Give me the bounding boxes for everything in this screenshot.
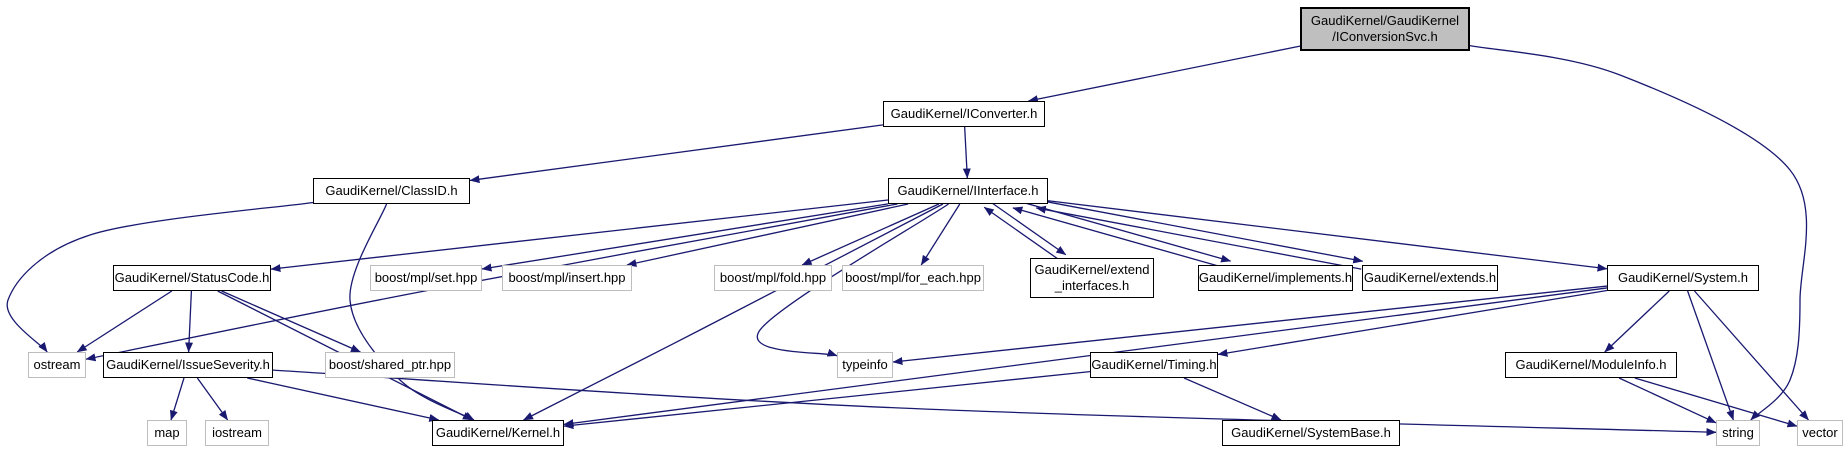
include-edge-iconverter-to-iinterface xyxy=(962,126,971,179)
graph-node-typeinfo: typeinfo xyxy=(837,352,893,378)
include-edge-timing-to-systembase xyxy=(1183,377,1282,421)
include-edge-iinterface-to-kernel xyxy=(523,203,944,421)
include-edge-iinterface-to-mpl_for_each xyxy=(920,203,961,266)
include-edge-issueseverity-to-kernel xyxy=(247,377,440,422)
graph-node-mpl_set: boost/mpl/set.hpp xyxy=(370,265,482,291)
include-edge-iinterface-to-mpl_fold xyxy=(801,203,940,266)
include-edge-statuscode-to-ostream xyxy=(76,290,173,353)
graph-node-mpl_insert: boost/mpl/insert.hpp xyxy=(502,265,632,291)
include-edge-iinterface-to-statuscode xyxy=(270,199,889,273)
include-edge-iinterface-to-implements xyxy=(1014,199,1232,263)
include-edge-system-to-vector xyxy=(1694,290,1809,421)
graph-node-string: string xyxy=(1716,420,1760,446)
include-edge-classid-to-kernel xyxy=(349,203,475,421)
include-edge-iconverter-to-classid xyxy=(469,124,884,184)
graph-node-iconverter[interactable]: GaudiKernel/IConverter.h xyxy=(883,101,1045,127)
include-edge-iinterface-to-mpl_set xyxy=(481,203,889,272)
graph-node-extends[interactable]: GaudiKernel/extends.h xyxy=(1362,265,1498,291)
graph-node-timing[interactable]: GaudiKernel/Timing.h xyxy=(1090,352,1218,378)
graph-node-vector: vector xyxy=(1797,420,1843,446)
graph-node-iostream: iostream xyxy=(205,420,269,446)
graph-node-issueseverity[interactable]: GaudiKernel/IssueSeverity.h xyxy=(103,352,273,378)
graph-node-implements[interactable]: GaudiKernel/implements.h xyxy=(1198,265,1353,291)
include-edge-system-to-typeinfo xyxy=(892,285,1608,365)
include-edge-statuscode-to-shared_ptr xyxy=(221,290,361,353)
graph-node-iconversionsvc: GaudiKernel/GaudiKernel /IConversionSvc.… xyxy=(1300,7,1470,51)
include-edge-system-to-kernel xyxy=(563,287,1608,428)
graph-node-shared_ptr: boost/shared_ptr.hpp xyxy=(325,352,455,378)
graph-node-extend_interfaces[interactable]: GaudiKernel/extend _interfaces.h xyxy=(1030,258,1154,298)
include-edge-system-to-timing xyxy=(1217,289,1608,357)
include-edge-timing-to-kernel xyxy=(563,370,1091,430)
include-edge-iinterface-to-extend_interfaces xyxy=(988,200,1067,256)
include-edge-iinterface-to-extends xyxy=(1037,199,1364,264)
include-edge-system-to-string xyxy=(1686,290,1735,421)
graph-node-iinterface[interactable]: GaudiKernel/IInterface.h xyxy=(888,178,1048,204)
include-edge-iconversionsvc-to-iconverter xyxy=(1027,45,1301,104)
include-edge-moduleinfo-to-vector xyxy=(1634,377,1798,428)
include-edge-system-to-moduleinfo xyxy=(1604,290,1670,353)
graph-node-classid[interactable]: GaudiKernel/ClassID.h xyxy=(313,178,470,204)
graph-node-statuscode[interactable]: GaudiKernel/StatusCode.h xyxy=(113,265,271,291)
graph-node-system[interactable]: GaudiKernel/System.h xyxy=(1607,265,1759,291)
include-edge-moduleinfo-to-string xyxy=(1618,377,1717,424)
include-edge-issueseverity-to-map xyxy=(169,377,185,421)
graph-node-moduleinfo[interactable]: GaudiKernel/ModuleInfo.h xyxy=(1505,352,1677,378)
include-edge-extend_interfaces-to-iinterface xyxy=(983,206,1062,262)
include-edge-issueseverity-to-iostream xyxy=(196,377,229,421)
graph-node-systembase[interactable]: GaudiKernel/SystemBase.h xyxy=(1222,420,1400,446)
graph-node-map: map xyxy=(147,420,187,446)
graph-node-ostream: ostream xyxy=(28,352,86,378)
include-edge-iinterface-to-mpl_insert xyxy=(626,203,909,267)
graph-node-mpl_fold: boost/mpl/fold.hpp xyxy=(714,265,832,291)
graph-node-kernel[interactable]: GaudiKernel/Kernel.h xyxy=(432,420,564,446)
include-edge-statuscode-to-issueseverity xyxy=(185,290,194,353)
graph-node-mpl_for_each: boost/mpl/for_each.hpp xyxy=(842,265,984,291)
